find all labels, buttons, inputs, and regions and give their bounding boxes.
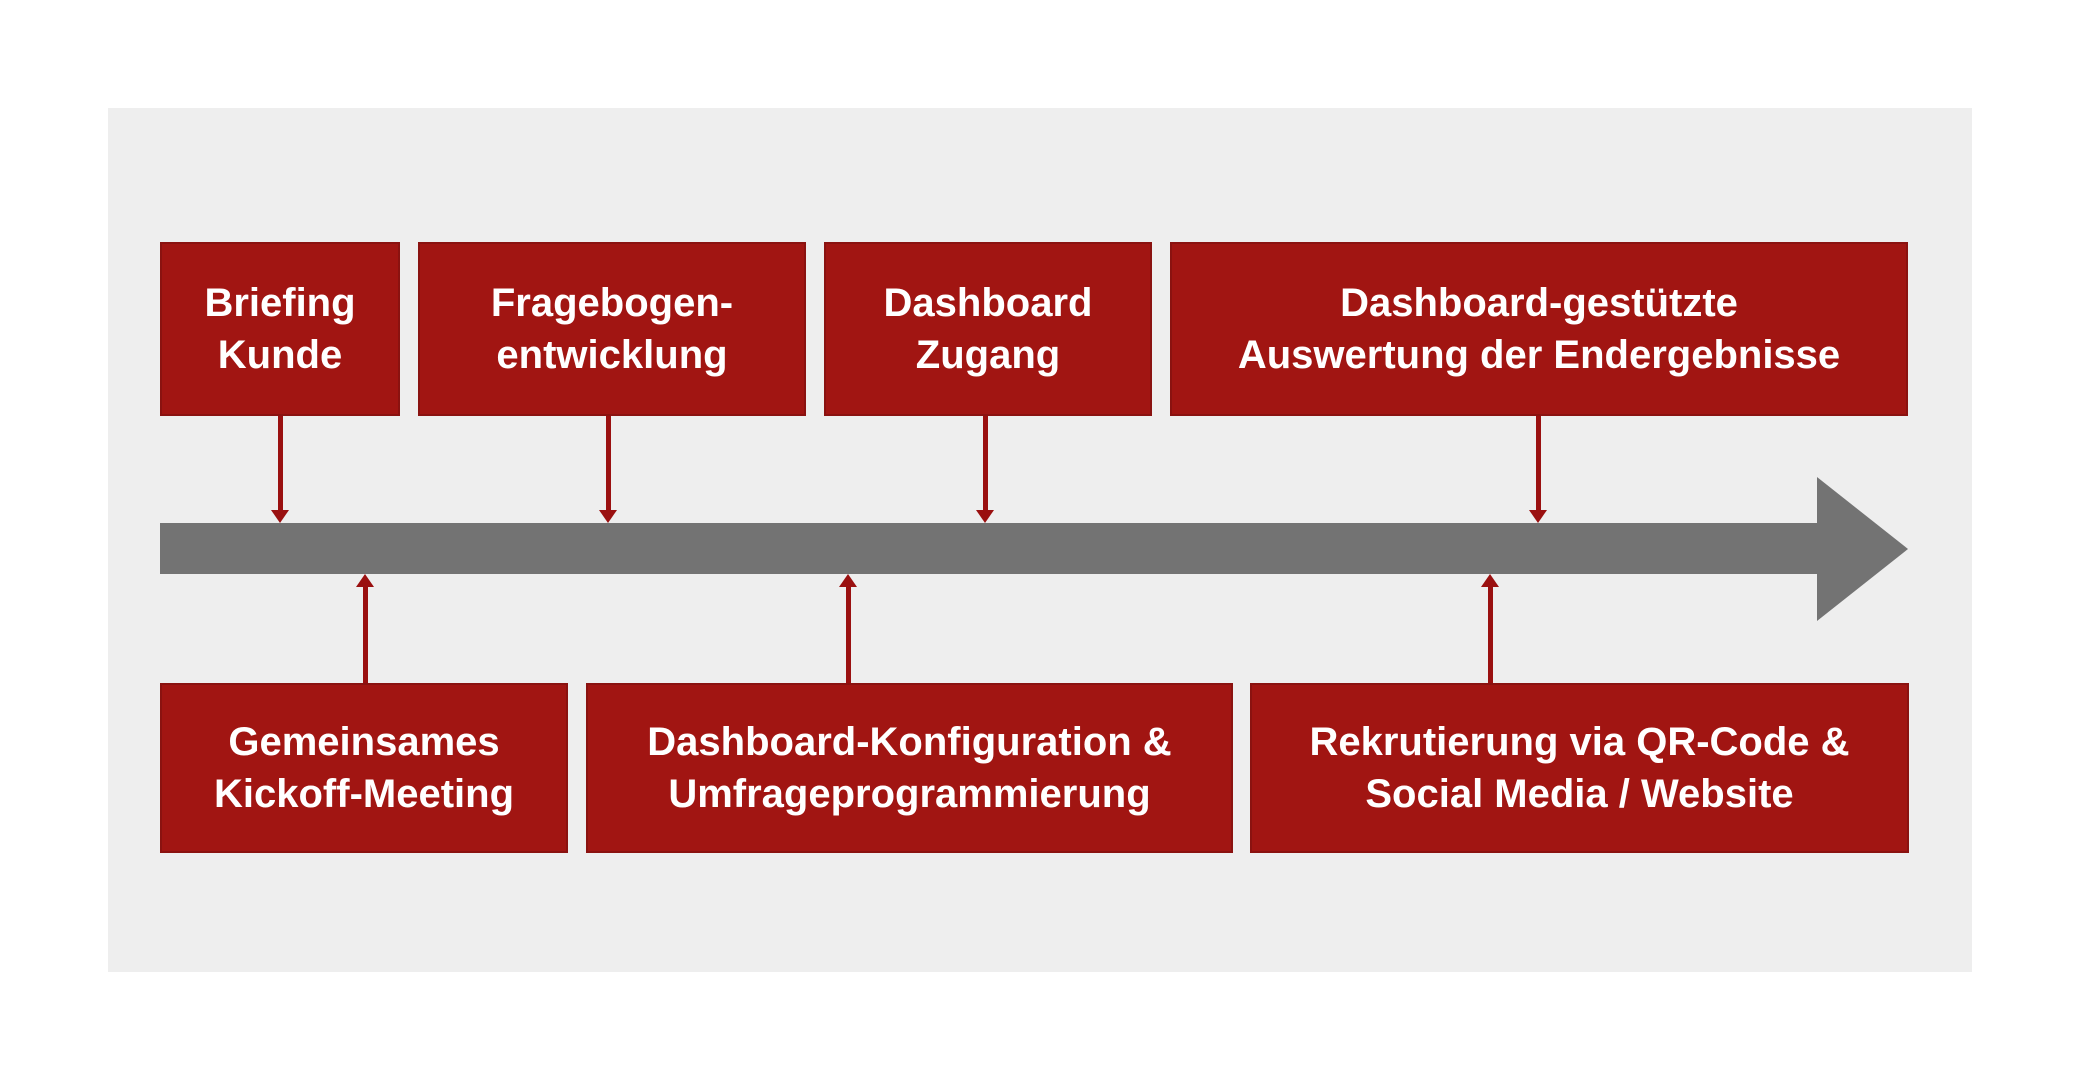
step-label-line: Social Media / Website (1365, 772, 1794, 816)
step-label-line: Dashboard (883, 281, 1093, 325)
step-box-dashboard-zugang: Dashboard Zugang (824, 242, 1152, 416)
step-box-fragebogenentwicklung: Fragebogen- entwicklung (418, 242, 806, 416)
connector-arrowhead-icon (1481, 574, 1499, 587)
timeline-arrow-head-icon (1817, 477, 1908, 621)
connector-arrowhead-icon (1529, 510, 1547, 523)
step-label-line: Zugang (915, 333, 1061, 377)
timeline-arrow-shaft (160, 523, 1817, 574)
connector-stem (1536, 416, 1541, 510)
step-label-line: Umfrageprogrammierung (668, 772, 1151, 816)
step-box-briefing-kunde: Briefing Kunde (160, 242, 400, 416)
step-label-line: Fragebogen- (490, 281, 734, 325)
step-box-gemeinsames-kickoff-meeting: Gemeinsames Kickoff-Meeting (160, 683, 568, 853)
connector-stem (983, 416, 988, 510)
connector-arrowhead-icon (839, 574, 857, 587)
step-label-line: Dashboard-Konfiguration & (647, 720, 1172, 764)
step-box-rekrutierung-qr-code-social-media: Rekrutierung via QR-Code & Social Media … (1250, 683, 1909, 853)
step-label-line: Auswertung der Endergebnisse (1237, 333, 1841, 377)
connector-arrowhead-icon (599, 510, 617, 523)
connector-stem (1488, 587, 1493, 683)
step-label-line: Briefing (204, 281, 356, 325)
connector-stem (606, 416, 611, 510)
connector-arrowhead-icon (356, 574, 374, 587)
step-box-dashboard-konfiguration-umfrageprogrammierung: Dashboard-Konfiguration & Umfrageprogram… (586, 683, 1233, 853)
step-label-line: Kickoff-Meeting (214, 772, 514, 816)
connector-stem (278, 416, 283, 510)
step-label-line: Rekrutierung via QR-Code & (1309, 720, 1850, 764)
step-label-line: Dashboard-gestützte (1340, 281, 1738, 325)
step-box-dashboard-gestuetzte-auswertung: Dashboard-gestützte Auswertung der Ender… (1170, 242, 1908, 416)
connector-arrowhead-icon (271, 510, 289, 523)
step-label-line: Kunde (217, 333, 343, 377)
step-label-line: entwicklung (496, 333, 728, 377)
step-label-line: Gemeinsames (228, 720, 500, 764)
connector-stem (363, 587, 368, 683)
connector-stem (846, 587, 851, 683)
connector-arrowhead-icon (976, 510, 994, 523)
